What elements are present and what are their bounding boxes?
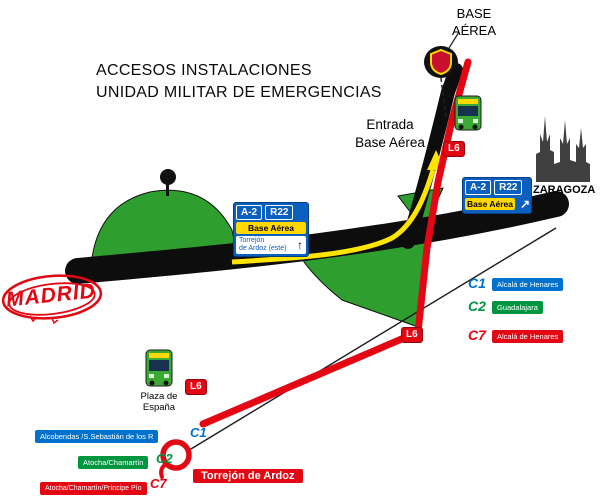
entrance-line1: Entrada <box>366 117 414 132</box>
zaragoza-cathedral-icon <box>536 116 590 182</box>
zaragoza-label: ZARAGOZA <box>533 184 596 196</box>
legend-c1-dest: Alcalá de Henares <box>492 278 564 291</box>
sign-east-service: Base Aérea <box>465 198 515 210</box>
legend-c7-code: C7 <box>468 327 486 343</box>
bus-icon-entrance <box>454 95 482 131</box>
torrejon-station-label: Torrejón de Ardoz <box>193 469 303 483</box>
plaza-espana-label: Plaza de España <box>135 391 183 413</box>
madrid-scribble-icon <box>1 274 103 325</box>
base-aerea-line1: BASE <box>456 6 492 21</box>
sign-east-r22: R22 <box>494 180 523 195</box>
sign-east-arrow-icon: ↗ <box>520 197 531 211</box>
terminus-c7-code: C7 <box>150 476 167 491</box>
l6-badge-mid: L6 <box>401 327 423 343</box>
base-aerea-label: BASE AÉREA <box>424 5 524 39</box>
plaza-line1: Plaza de <box>140 391 178 402</box>
terminus-c1-dest: Alcobendas /S.Sebastián de los R <box>35 430 159 443</box>
terminus-c7-dest: Atocha/Chamartín/Príncipe Pío <box>40 482 147 495</box>
title-line2: UNIDAD MILITAR DE EMERGENCIAS <box>96 84 382 101</box>
sign-west-town-line2: de Ardoz (este) <box>239 245 287 252</box>
legend-c7-dest: Alcalá de Henares <box>492 330 564 343</box>
base-connector-lines <box>440 31 460 119</box>
railway-line <box>185 227 557 453</box>
sign-east-a2: A-2 <box>465 180 492 195</box>
terminus-c2-dest: Atocha/Chamartín <box>78 456 149 469</box>
sign-west-r22: R22 <box>265 205 294 220</box>
terminus-c1-code: C1 <box>190 425 207 440</box>
sign-west-service: Base Aérea <box>236 222 306 234</box>
base-aerea-line2: AÉREA <box>451 23 497 38</box>
legend-c2-code: C2 <box>468 298 486 314</box>
l6-badge-plaza: L6 <box>185 379 207 395</box>
sign-west-town-line1: Torrejón <box>239 237 265 244</box>
ume-emblem-icon <box>424 46 458 78</box>
legend-c1-code: C1 <box>468 275 486 291</box>
entrance-label: Entrada Base Aérea <box>344 116 436 152</box>
motorway-sign-west: A-2 R22 Base Aérea Torrejón de Ardoz (es… <box>233 202 309 257</box>
entrance-line2: Base Aérea <box>355 135 425 150</box>
page-title: ACCESOS INSTALACIONES UNIDAD MILITAR DE … <box>96 60 382 104</box>
bus-icon-plaza <box>145 349 173 387</box>
station-marker-icon <box>159 439 192 479</box>
plaza-line2: España <box>142 402 176 413</box>
legend-c2-dest: Guadalajara <box>492 301 543 314</box>
sign-west-a2: A-2 <box>236 205 263 220</box>
motorway-sign-east: A-2 R22 Base Aérea ↗ <box>462 177 532 214</box>
sign-west-town: Torrejón de Ardoz (este) <box>239 237 286 253</box>
tree-icon <box>160 169 176 185</box>
terminus-c2-code: C2 <box>156 451 173 466</box>
l6-badge-entrance: L6 <box>443 141 465 157</box>
title-line1: ACCESOS INSTALACIONES <box>96 62 312 79</box>
sign-west-arrow-icon: ↑ <box>297 238 303 252</box>
